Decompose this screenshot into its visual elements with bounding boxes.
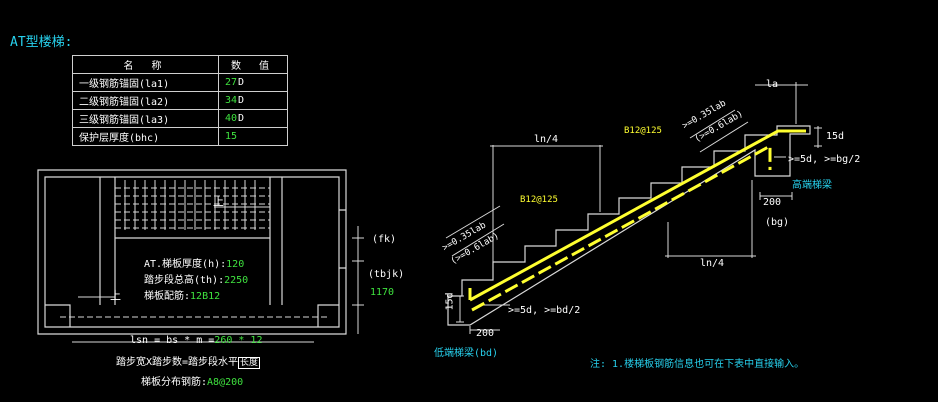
thickness-value[interactable]: 120 bbox=[226, 259, 245, 270]
height-row: 踏步段总高(th):2250 bbox=[144, 275, 249, 286]
ln4-bottom-label: ln/4 bbox=[700, 258, 725, 269]
note-text: 注: 1.楼梯板钢筋信息也可在下表中直接输入。 bbox=[590, 359, 805, 370]
plan-outer-wall bbox=[37, 169, 347, 335]
ln4-top-label: ln/4 bbox=[534, 134, 559, 145]
dim-la bbox=[755, 82, 808, 124]
rebar-top-label[interactable]: B12@125 bbox=[624, 126, 662, 136]
dim-200-right-label: 200 bbox=[763, 197, 782, 208]
dim-15d-right bbox=[814, 126, 822, 148]
row-value[interactable]: 40 bbox=[225, 113, 238, 124]
thickness-row: AT.梯板厚度(h):120 bbox=[144, 259, 245, 270]
dim-200-left bbox=[469, 326, 500, 334]
row-value[interactable]: 27 bbox=[225, 77, 238, 88]
anchor-leader-top bbox=[689, 109, 749, 153]
fk-label: (fk) bbox=[372, 234, 397, 245]
dist-value[interactable]: A8@200 bbox=[207, 377, 244, 388]
lsn-row: lsn = bs * m =260 * 12 bbox=[130, 335, 263, 346]
lsn-value[interactable]: 260 * 12 bbox=[214, 335, 263, 346]
dim-15d-left bbox=[456, 295, 464, 323]
dist-row: 梯板分布钢筋:A8@200 bbox=[141, 377, 244, 388]
plan-landing-right bbox=[317, 304, 339, 327]
height-value[interactable]: 2250 bbox=[224, 275, 249, 286]
high-beam-label: 高端梯梁 bbox=[792, 180, 832, 191]
drawing-title: AT型楼梯: bbox=[10, 35, 73, 50]
dim-ln4-bottom bbox=[665, 180, 756, 258]
bg-label: (bg) bbox=[765, 217, 790, 228]
15d-left-label: 15d bbox=[444, 292, 456, 311]
up-label-top: 上 bbox=[213, 195, 224, 208]
table-row: 保护层厚度(bhc) 15 bbox=[72, 127, 288, 146]
rebar-left-label[interactable]: B12@125 bbox=[520, 195, 558, 205]
rule-right: >=5d, >=bg/2 bbox=[788, 154, 861, 165]
caption-edit-box[interactable]: 长度 bbox=[238, 357, 261, 369]
dim-ln4-top bbox=[490, 145, 603, 278]
rebar-value[interactable]: 12B12 bbox=[190, 291, 221, 302]
la-label: la bbox=[766, 79, 779, 90]
parameter-table: 名 称 数 值 一级钢筋锚固(la1) 27D 二级钢筋锚固(la2) 34D … bbox=[72, 55, 288, 146]
plan-landing-left bbox=[45, 304, 71, 327]
dim-200-left-label: 200 bbox=[476, 328, 495, 339]
up-label-bottom: 上 bbox=[110, 289, 121, 302]
section-outline bbox=[447, 125, 811, 326]
row-unit: D bbox=[238, 77, 245, 88]
row-value[interactable]: 15 bbox=[225, 131, 238, 142]
row-name: 保护层厚度(bhc) bbox=[72, 127, 219, 146]
row-value-cell[interactable]: 15 bbox=[218, 127, 288, 146]
low-beam-label: 低端梯梁(bd) bbox=[434, 348, 499, 359]
tbjk-label: (tbjk) bbox=[368, 269, 405, 280]
plan-inner-wall bbox=[44, 176, 340, 328]
row-unit: D bbox=[238, 113, 245, 124]
rebar-row: 梯板配筋:12B12 bbox=[144, 291, 221, 302]
row-value[interactable]: 34 bbox=[225, 95, 238, 106]
dim-200-right bbox=[759, 192, 793, 200]
table-row: 二级钢筋锚固(la2) 34D bbox=[72, 91, 288, 110]
main-rebar bbox=[468, 129, 806, 312]
anchor-leader-left bbox=[445, 205, 505, 257]
plan-wall-notch bbox=[339, 209, 346, 269]
tbjk-value[interactable]: 1170 bbox=[370, 287, 395, 298]
15d-right-label: 15d bbox=[826, 131, 845, 142]
row-unit: D bbox=[238, 95, 245, 106]
caption-row: 踏步宽X踏步数=踏步段水平长度 bbox=[116, 357, 261, 369]
rule-left: >=5d, >=bd/2 bbox=[508, 305, 581, 316]
